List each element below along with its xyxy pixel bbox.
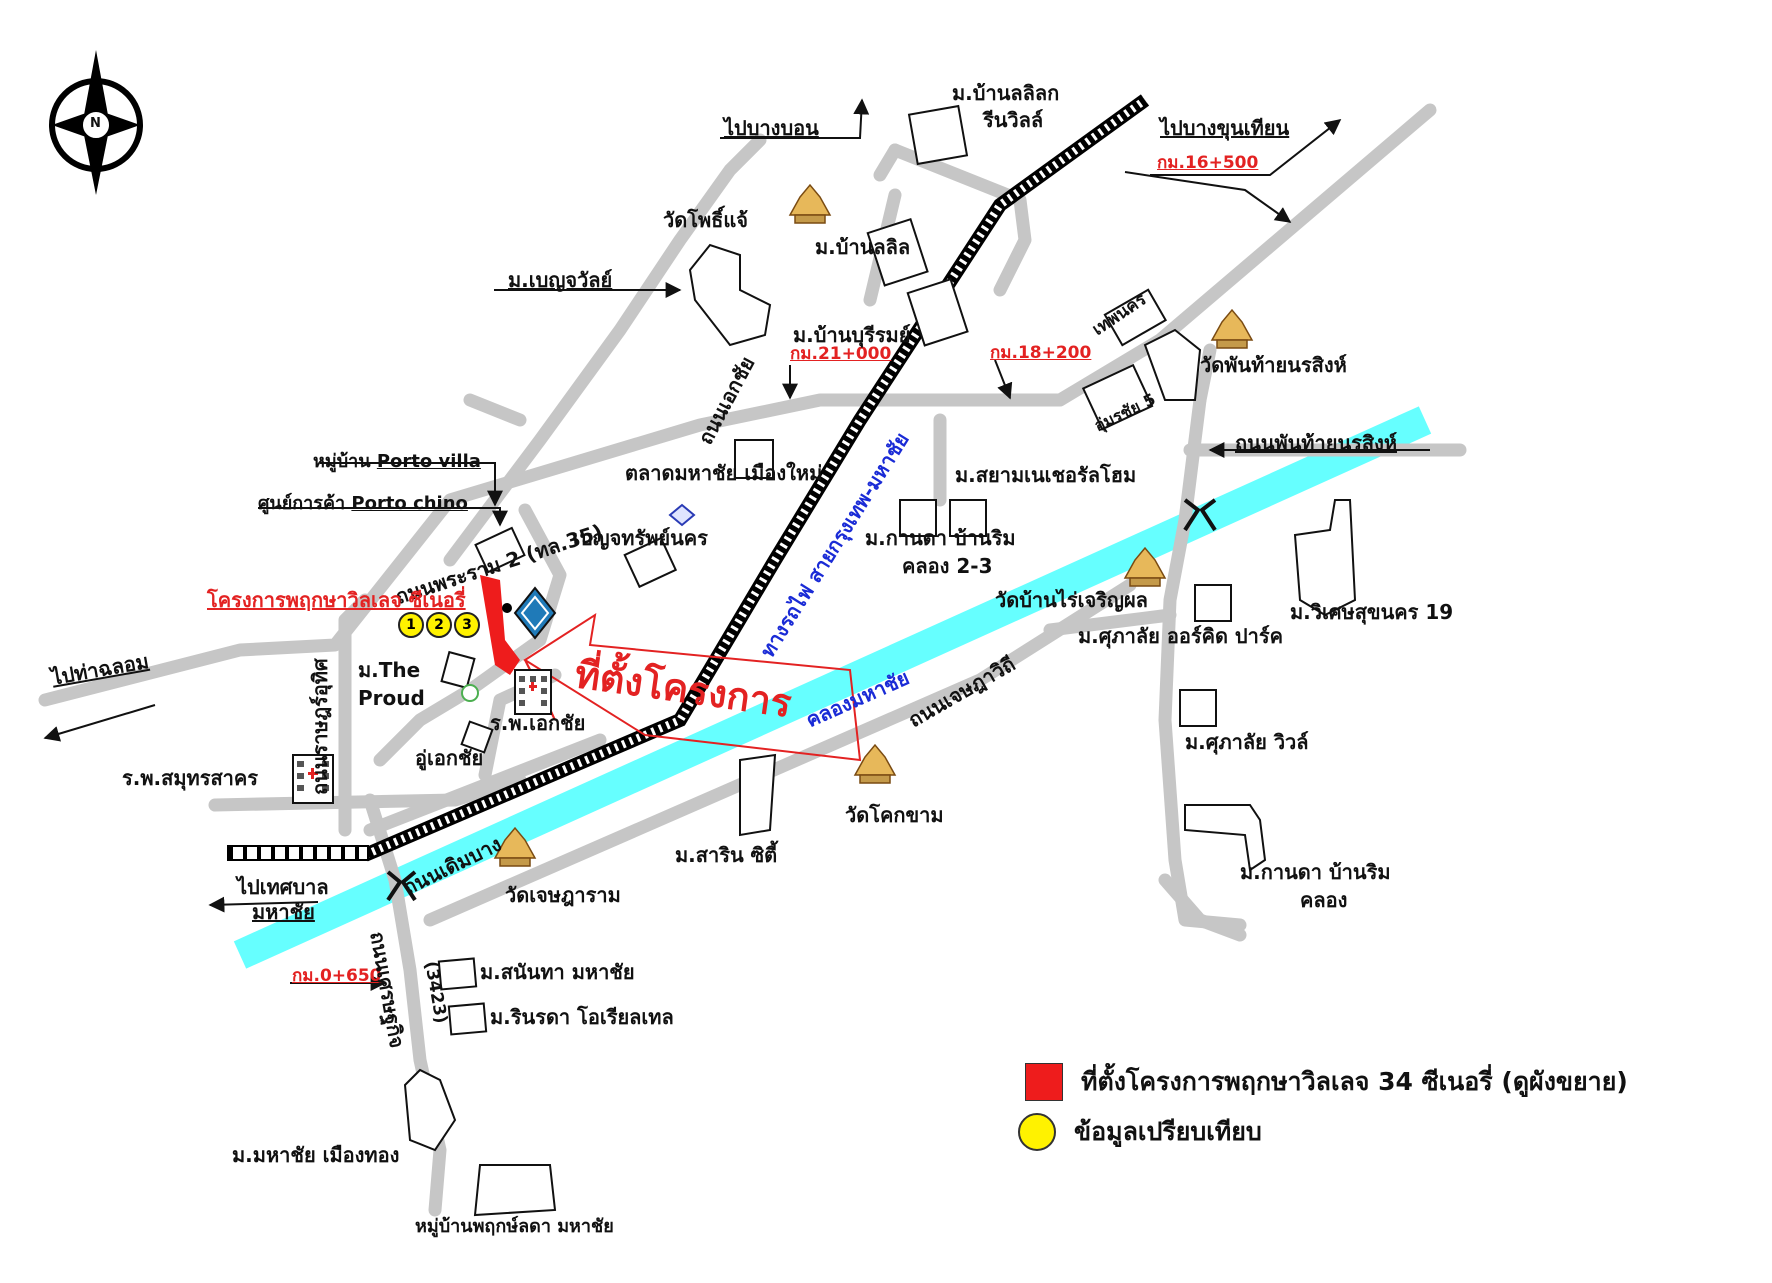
compare-markers: 1 2 3 bbox=[398, 612, 480, 638]
building-outlines bbox=[403, 104, 1357, 1217]
village-benjawan: ม.เบญจวัลย์ bbox=[508, 268, 613, 292]
village-supalai-orchid: ม.ศุภาลัย ออร์คิด ปาร์ค bbox=[1078, 624, 1283, 648]
village-kanda-khlong-2: คลอง bbox=[1300, 888, 1348, 912]
road-upper-left bbox=[873, 143, 902, 182]
label-to-bang-bon: ไปบางบอน bbox=[724, 116, 819, 140]
village-ban-lalil: ม.บ้านลลิล bbox=[815, 235, 911, 259]
legend-red-square-icon bbox=[1025, 1063, 1063, 1101]
canal-khlong-mahachai bbox=[233, 406, 1432, 969]
road-east-vertical bbox=[1158, 393, 1247, 932]
project-name-label: โครงการพฤกษาวิลเลจ ซีเนอรี่ bbox=[207, 588, 466, 612]
place-u-ekkachai: อู่เอกชัย bbox=[415, 746, 484, 770]
village-wisetsuk: ม.วิเศษสุขนคร 19 bbox=[1290, 600, 1454, 624]
village-sananta: ม.สนันทา มหาชัย bbox=[480, 960, 635, 984]
road-chetsada bbox=[423, 578, 1137, 927]
porto-chino-label: ศูนย์การค้า Porto chino bbox=[258, 495, 468, 513]
km-marker-0: กม.0+650 bbox=[292, 966, 382, 986]
road-ekkachai bbox=[443, 133, 767, 567]
village-the-proud-1: ม.The bbox=[358, 658, 421, 682]
bridge-symbols bbox=[386, 498, 1217, 902]
village-kanda-2: คลอง 2-3 bbox=[902, 554, 993, 578]
village-supalai-ville: ม.ศุภาลัย วิวล์ bbox=[1185, 730, 1309, 754]
hospital-ekkachai-icon bbox=[514, 669, 552, 715]
project-site-marker bbox=[480, 575, 520, 675]
compass-letter: N bbox=[90, 116, 101, 131]
village-rinrada: ม.รินรดา โอเรียลเทล bbox=[490, 1005, 674, 1029]
village-sarin: ม.สาริน ซิตี้ bbox=[675, 843, 778, 867]
place-hospital-samut: ร.พ.สมุทรสาคร bbox=[122, 766, 258, 790]
legend-project-text: ที่ตั้งโครงการพฤกษาวิลเลจ 34 ซีเนอรี่ (ด… bbox=[1081, 1067, 1628, 1096]
road-sethakit bbox=[363, 793, 447, 1217]
legend-compare-text: ข้อมูลเปรียบเทียบ bbox=[1074, 1117, 1262, 1146]
road-rama2 bbox=[38, 103, 1437, 707]
temple-ban-rai: วัดบ้านไร่เจริญผล bbox=[995, 588, 1148, 612]
hospital-samut-icon bbox=[292, 754, 334, 804]
porto-villa-name: Porto villa bbox=[376, 451, 481, 472]
temple-khok-kham: วัดโคกขาม bbox=[845, 803, 944, 827]
compare-marker-2[interactable]: 2 bbox=[426, 612, 452, 638]
village-burirom: ม.บ้านบุรีรมย์ bbox=[793, 323, 911, 347]
village-lalil-1: ม.บ้านลลิลก bbox=[952, 81, 1060, 105]
direction-arrows bbox=[43, 98, 1430, 991]
project-callout-arrow bbox=[523, 612, 862, 762]
legend-yellow-circle-icon bbox=[1018, 1113, 1056, 1151]
compare-marker-1[interactable]: 1 bbox=[398, 612, 424, 638]
village-siam-nature: ม.สยามเนเชอรัลโฮม bbox=[955, 463, 1137, 487]
temple-icons bbox=[493, 183, 1254, 867]
compare-marker-3[interactable]: 3 bbox=[454, 612, 480, 638]
road-doem-bang bbox=[363, 733, 607, 837]
place-market: ตลาดมหาชัย เมืองใหม่ bbox=[625, 461, 823, 485]
benjasap-icon bbox=[668, 503, 696, 527]
porto-chino-prefix: ศูนย์การค้า bbox=[258, 493, 346, 514]
km-marker-18: กม.18+200 bbox=[990, 343, 1092, 363]
village-kanda-1: ม.กานดา บ้านริม bbox=[865, 526, 1016, 550]
legend-compare-row: ข้อมูลเปรียบเทียบ bbox=[1018, 1112, 1262, 1152]
north-arrow-icon bbox=[49, 50, 143, 195]
km-marker-16: กม.16+500 bbox=[1157, 153, 1259, 173]
label-to-thesaban-2: มหาชัย bbox=[252, 900, 315, 924]
shop-icon bbox=[461, 684, 479, 702]
label-to-bang-khun-thian: ไปบางขุนเทียน bbox=[1160, 116, 1290, 140]
road-ekkachai-upper bbox=[888, 143, 1032, 297]
place-benjasap: เบญจทรัพย์นคร bbox=[573, 526, 708, 550]
road-east-north bbox=[1193, 343, 1217, 407]
railway-track bbox=[227, 94, 1150, 862]
temple-pho-chae: วัดโพธิ์แจ้ bbox=[663, 208, 748, 232]
temple-phanthai: วัดพันท้ายนรสิงห์ bbox=[1200, 353, 1347, 377]
porto-chino-name: Porto chino bbox=[351, 493, 468, 514]
village-mahachai-muangthong: ม.มหาชัย เมืองทอง bbox=[232, 1143, 400, 1167]
village-lalil-2: รีนวิลล์ bbox=[983, 108, 1044, 132]
village-kanda-khlong-1: ม.กานดา บ้านริม bbox=[1240, 860, 1391, 884]
legend-project-row: ที่ตั้งโครงการพฤกษาวิลเลจ 34 ซีเนอรี่ (ด… bbox=[1025, 1062, 1628, 1102]
road-supalai bbox=[1043, 608, 1177, 637]
road-ratbamrung-label: ถนนราษฎร์อุทิศ bbox=[308, 658, 332, 795]
village-the-proud-2: Proud bbox=[358, 686, 425, 710]
road-ratbamrung bbox=[338, 593, 372, 837]
temple-chetsadaram: วัดเจษฎาราม bbox=[505, 883, 621, 907]
porto-villa-prefix: หมู่บ้าน bbox=[313, 451, 371, 472]
road-phanthai-label: ถนนพันท้ายนรสิงห์ bbox=[1235, 431, 1398, 455]
road-kanda-loop bbox=[1158, 873, 1247, 942]
label-to-thesaban-1: ไปเทศบาล bbox=[237, 875, 329, 899]
porto-villa-label: หมู่บ้าน Porto villa bbox=[313, 453, 481, 471]
place-hospital-ekkachai: ร.พ.เอกชัย bbox=[490, 711, 586, 735]
road-ekkachai-tail bbox=[463, 393, 527, 427]
km-marker-21: กม.21+000 bbox=[790, 344, 892, 364]
village-pruklada: หมู่บ้านพฤกษ์ลดา มหาชัย bbox=[415, 1216, 614, 1237]
